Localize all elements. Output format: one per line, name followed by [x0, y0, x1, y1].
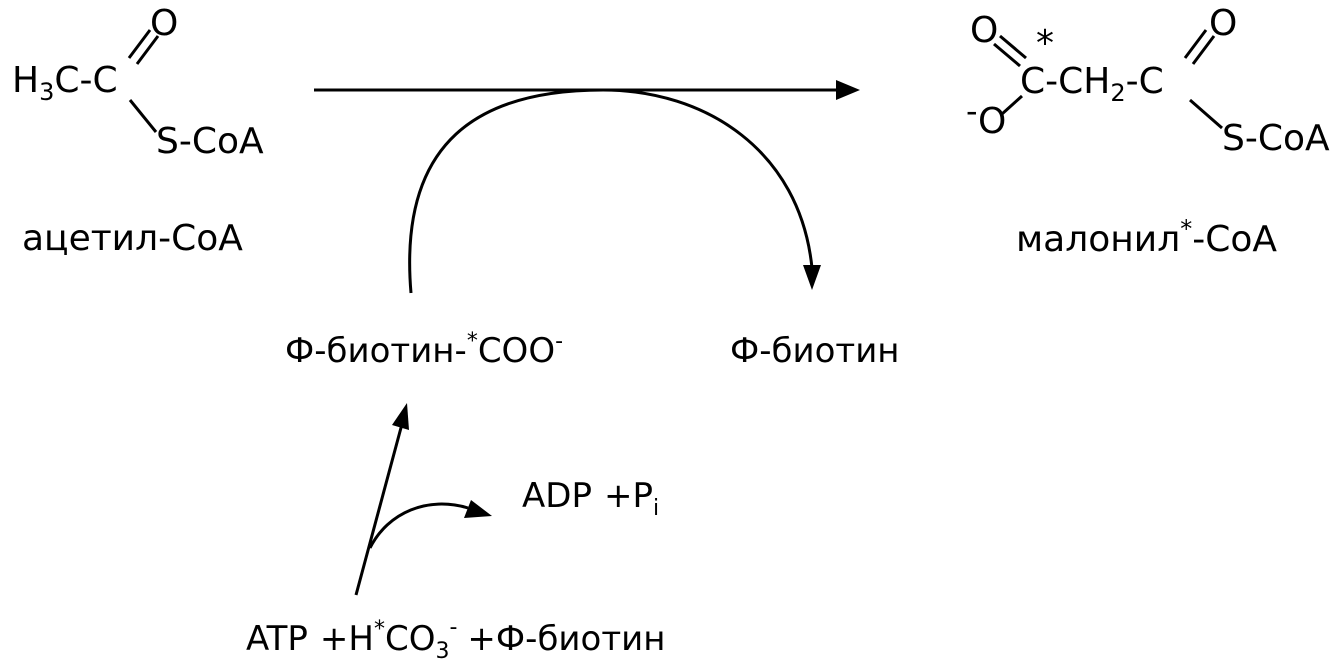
main-reaction-arrowhead — [836, 80, 860, 100]
acetyl-coa-label: ацетил-CoA — [22, 218, 243, 259]
acetyl-carbonyl-double-bond-1 — [127, 29, 152, 59]
malonyl-carbonyl-double-bond-1 — [1183, 29, 1208, 59]
malonyl-oxygen-charge: - — [966, 92, 978, 130]
malonyl-coa-structure: O * C-CH2-C - O O S-CoA — [966, 3, 1330, 159]
acetyl-carbonyl-double-bond-2 — [135, 35, 160, 65]
malonyl-carboxyl-single-bond — [1000, 94, 1024, 116]
malonyl-carboxyl-double-bond-2 — [999, 34, 1027, 60]
malonyl-carboxyl-oxygen-top: O — [970, 10, 998, 51]
acetyl-coa-structure: H3C-C O S-CoA — [12, 3, 264, 162]
acetyl-methyl-group: H3C-C — [12, 60, 118, 106]
biotin-transfer-arc — [408, 88, 814, 294]
malonyl-carboxyl-oxygen-bottom: O — [978, 101, 1006, 142]
malonyl-thioester-group: S-CoA — [1222, 118, 1330, 159]
biotin-label: Ф-биотин — [730, 331, 900, 371]
biotin-transfer-arrowhead — [803, 265, 821, 290]
adp-release-arrowhead — [464, 500, 492, 518]
adp-pi-products: ADP+Pi — [522, 476, 659, 521]
malonyl-coa-label: малонил*-CoA — [1016, 215, 1277, 260]
malonyl-chain: C-CH2-C — [1020, 61, 1164, 107]
acetyl-thioester-bond — [128, 99, 158, 133]
adp-release-arc — [368, 502, 469, 549]
carboxybiotin-label: Ф-биотин-*COO- — [285, 329, 563, 371]
acetyl-carbonyl-oxygen: O — [150, 3, 178, 44]
malonyl-carbonyl-oxygen: O — [1209, 3, 1237, 44]
carboxylation-arrow — [354, 423, 404, 596]
malonyl-thioester-bond — [1189, 98, 1223, 130]
atp-reactants: ATP+H*CO3-+Ф-биотин — [246, 615, 665, 662]
malonyl-carboxyl-double-bond-1 — [993, 42, 1021, 68]
malonyl-label-mark: * — [1036, 23, 1054, 64]
acetyl-thioester-group: S-CoA — [156, 121, 264, 162]
malonyl-carbonyl-double-bond-2 — [1191, 35, 1216, 65]
carboxylation-arrowhead — [392, 403, 409, 430]
